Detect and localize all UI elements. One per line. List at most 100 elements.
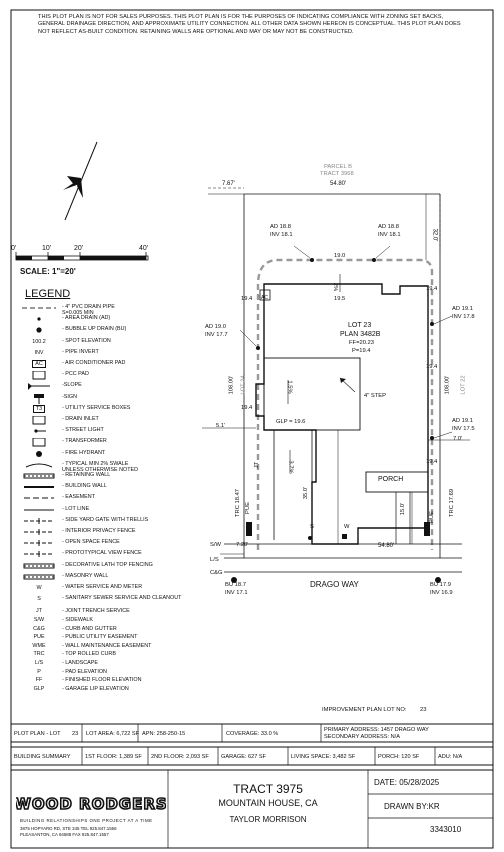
legend-label: - FIRE HYDRANT: [62, 449, 106, 456]
legend-label: - EASEMENT: [62, 494, 95, 501]
abbreviation-item: PUE- PUBLIC UTILITY EASEMENT: [16, 634, 221, 644]
legend-label: - DECORATIVE LATH TOP FENCING: [62, 561, 153, 568]
inv-right-1: INV 17.8: [452, 314, 475, 320]
ad-top-left: AD 18.8: [270, 224, 291, 230]
adu: ADU: N/A: [438, 754, 463, 760]
improvement-plan-no: 23: [420, 707, 427, 713]
pcc-pad-icon: [22, 370, 56, 381]
legend-item-side-gate: - SIDE YARD GATE WITH TRELLIS: [16, 517, 221, 527]
inv-right-2: INV 17.5: [452, 426, 475, 432]
first-floor: 1st FLOOR: 1,389 SF: [85, 754, 142, 760]
building-wall-icon: [22, 483, 56, 493]
legend-item-spot-elev: 100.2- SPOT ELEVATION: [16, 338, 221, 348]
utility-box-icon: T3: [22, 404, 56, 415]
improvement-plan-label: IMPROVEMENT PLAN LOT NO:: [322, 707, 407, 713]
pipe-invert-icon: INV: [22, 349, 56, 359]
side-gate-icon: [22, 517, 56, 527]
company-address-1: 3875 HOPYARD RD, STE 345 TEL 925.847.155…: [20, 826, 117, 831]
secondary-address: SECONDARY ADDRESS: N/A: [324, 734, 400, 740]
spot-elev-icon: 100.2: [22, 338, 56, 348]
legend-label: - LOT LINE: [62, 505, 90, 512]
spot-elev-symbol-text: 100.2: [32, 338, 46, 345]
sidewalk-label: S/W: [210, 542, 221, 548]
plan-number: PLAN 3482B: [340, 331, 381, 338]
spot-19-0: 19.0: [334, 253, 346, 259]
sewer-symbol-text: S: [37, 596, 41, 603]
legend-label: - PCC PAD: [62, 371, 89, 378]
legend-item-privacy-fence: - INTERIOR PRIVACY FENCE: [16, 528, 221, 538]
drain-pipe-path: [256, 258, 434, 550]
legend-item-bubble-drain: - BUBBLE UP DRAIN (BU): [16, 326, 221, 336]
inv-left: INV 17.7: [205, 332, 228, 338]
apn: APN: 258-250-15: [142, 731, 186, 737]
abbreviation-item: JT- JOINT TRENCH SERVICE: [16, 608, 221, 618]
bu-right: BU 17.9: [430, 582, 451, 588]
step-label: 4" STEP: [364, 393, 387, 399]
legend-label: - SIDE YARD GATE WITH TRELLIS: [62, 516, 149, 523]
abbreviation-value: - SIDEWALK: [62, 617, 93, 623]
abbreviation-value: - WALL MAINTENANCE EASEMENT: [62, 642, 152, 649]
sewer-label: S: [310, 524, 314, 530]
plan-date: DATE: 05/28/2025: [374, 778, 440, 787]
parcel-label: PARCEL B: [324, 164, 353, 170]
tract-title: TRACT 3975: [233, 782, 303, 796]
retaining-wall-icon: [22, 472, 56, 482]
second-floor: 2nd FLOOR: 2,093 SF: [151, 754, 209, 760]
abbreviation-item: L/S- LANDSCAPE: [16, 660, 221, 670]
legend-item-drain-pipe: - 4" PVC DRAIN PIPE S=0.005 MIN: [16, 304, 221, 316]
sewer-cleanout-icon: [308, 536, 312, 540]
legend-label: - AIR CONDITIONER PAD: [62, 360, 126, 366]
abbreviation-item: FF- FINISHED FLOOR ELEVATION: [16, 677, 221, 687]
swale-icon: [22, 461, 56, 471]
living-space: LIVING SPACE: 3,482 SF: [291, 754, 356, 760]
legend-label: - RETAINING WALL: [62, 472, 111, 478]
abbreviation-value: - LANDSCAPE: [62, 660, 98, 666]
bu-inv-right: INV 16.9: [430, 590, 453, 596]
abbreviation-item: GLP- GARAGE LIP ELEVATION: [16, 686, 221, 696]
abbreviation-key: TRC: [33, 651, 45, 658]
bubble-drain-icon: [435, 577, 441, 583]
water-label: W: [344, 524, 350, 530]
spot-19-4-c: 19.4: [426, 364, 438, 370]
sewer-icon: S: [22, 595, 56, 605]
ad-right-2: AD 19.1: [452, 418, 473, 424]
tract-city: MOUNTAIN HOUSE, CA: [218, 798, 318, 808]
legend-item-open-fence: - OPEN SPACE FENCE: [16, 539, 221, 549]
dim-7-0: 7.0': [453, 436, 463, 442]
legend-item-drain-inlet: - DRAIN INLET: [16, 415, 221, 426]
legend-item-sign: -SIGN: [16, 393, 221, 404]
utility-box-icon: [246, 522, 252, 536]
open-fence-icon: [22, 539, 56, 549]
spot-19-4-e: 19.4: [426, 459, 438, 465]
legend-label: - PROTOTYPICAL VIEW FENCE: [62, 550, 142, 557]
primary-address: PRIMARY ADDRESS: 1457 DRAGO WAY: [324, 727, 429, 733]
legend-item-view-fence: - PROTOTYPICAL VIEW FENCE: [16, 550, 221, 560]
legend-label: - STREET LIGHT: [62, 427, 104, 434]
abbreviation-value: - PAD ELEVATION: [62, 668, 107, 675]
ad-top-right: AD 18.8: [378, 224, 399, 230]
abbreviation-item: WME- WALL MAINTENANCE EASEMENT: [16, 643, 221, 653]
inv-top-right: INV 18.1: [378, 232, 401, 238]
legend-label: - TYPICAL MIN 2% SWALE UNLESS OTHERWISE …: [62, 460, 138, 474]
street-light-icon: [22, 427, 56, 437]
drain-pipe-icon: [22, 304, 56, 314]
water-icon: W: [22, 584, 56, 594]
street-name: DRAGO WAY: [310, 580, 359, 589]
abbreviation-value: - FINISHED FLOOR ELEVATION: [62, 677, 142, 684]
finished-floor: FF=20.23: [349, 340, 374, 346]
pipe-invert-symbol-text: INV: [34, 349, 44, 356]
scale-bar: [15, 252, 149, 261]
lot-line-icon: [22, 506, 56, 516]
legend-item-sewer: S- SANITARY SEWER SERVICE AND CLEANOUT: [16, 595, 221, 605]
lath-fence-icon: [22, 562, 56, 572]
legend-item-lot-line: - LOT LINE: [16, 506, 221, 516]
bu-left: BU 18.7: [225, 582, 246, 588]
dim-top: 54.80': [330, 181, 347, 187]
porch-outline: [365, 471, 429, 493]
garage-lip: GLP = 19.6: [276, 419, 306, 425]
spot-19-4-d: 19.4: [241, 405, 253, 411]
porch-label: PORCH: [378, 476, 404, 483]
